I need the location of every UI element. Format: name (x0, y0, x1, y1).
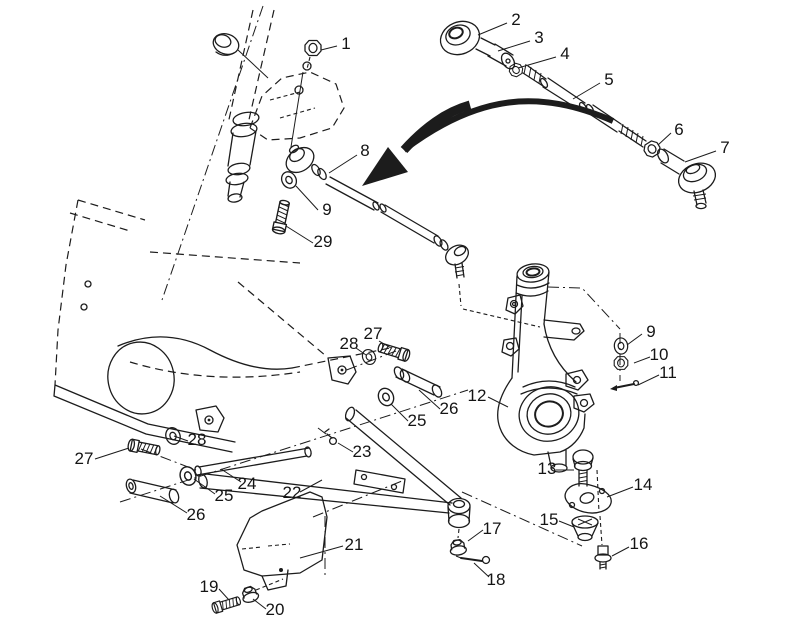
ball-joint-stack (564, 449, 612, 570)
cotter-pin-18 (455, 555, 491, 565)
part-callout-26-front: 26 (187, 505, 206, 524)
tie-rod-assembly (439, 20, 717, 210)
part-callout-3: 3 (534, 28, 543, 47)
part-callout-22: 22 (283, 483, 302, 502)
body-sketch (53, 199, 396, 453)
tie-rod-8 (271, 144, 541, 328)
part-callout-16: 16 (630, 534, 649, 553)
steering-column (161, 5, 345, 301)
part-callout-25-rear: 25 (408, 411, 427, 430)
part-callout-13: 13 (538, 459, 557, 478)
callout-labels: 1 2 3 4 5 6 7 8 9 29 9 10 11 12 27 28 26… (75, 10, 730, 619)
a-arm-assembly (119, 340, 583, 565)
part-callout-5: 5 (604, 70, 613, 89)
part-callout-4: 4 (560, 44, 569, 63)
part-callout-2: 2 (511, 10, 520, 29)
part-callout-8: 8 (360, 141, 369, 160)
part-callout-24: 24 (238, 474, 257, 493)
part-callout-9-spindle: 9 (646, 322, 655, 341)
nut-20 (239, 578, 284, 605)
part-callout-19: 19 (200, 577, 219, 596)
part-callout-27-front: 27 (75, 449, 94, 468)
callout-leaders (94, 22, 717, 610)
part-callout-12: 12 (468, 386, 487, 405)
part-callout-11: 11 (659, 363, 677, 382)
grease-fitting-23 (317, 427, 338, 446)
part-callout-23: 23 (353, 442, 372, 461)
spindle-hardware (610, 336, 640, 391)
column-cap (212, 33, 269, 79)
part-callout-10: 10 (650, 345, 669, 364)
part-callout-7: 7 (720, 138, 729, 157)
part-callout-18: 18 (487, 570, 506, 589)
bolt-29 (271, 198, 292, 236)
part-callout-28-rear: 28 (340, 334, 359, 353)
part-callout-25-front: 25 (215, 486, 234, 505)
part-callout-9-tie-rod: 9 (322, 200, 331, 219)
guard-21 (236, 480, 403, 591)
part-callout-20: 20 (266, 600, 285, 619)
part-callout-17: 17 (483, 519, 502, 538)
part-callout-15: 15 (540, 510, 559, 529)
part-callout-29: 29 (314, 232, 333, 251)
part-callout-6: 6 (674, 120, 683, 139)
part-callout-21: 21 (345, 535, 364, 554)
part-callout-14: 14 (634, 475, 653, 494)
assembly-direction-arrow (362, 98, 615, 186)
part-callout-28-front: 28 (188, 430, 207, 449)
nut-1 (304, 39, 322, 70)
part-callout-27-rear: 27 (364, 324, 383, 343)
cotter-pin-11 (610, 379, 640, 391)
part-callout-1: 1 (341, 34, 350, 53)
bolt-19 (210, 594, 243, 615)
part-callout-26-rear: 26 (440, 399, 459, 418)
steering-knuckle-12 (497, 263, 621, 473)
